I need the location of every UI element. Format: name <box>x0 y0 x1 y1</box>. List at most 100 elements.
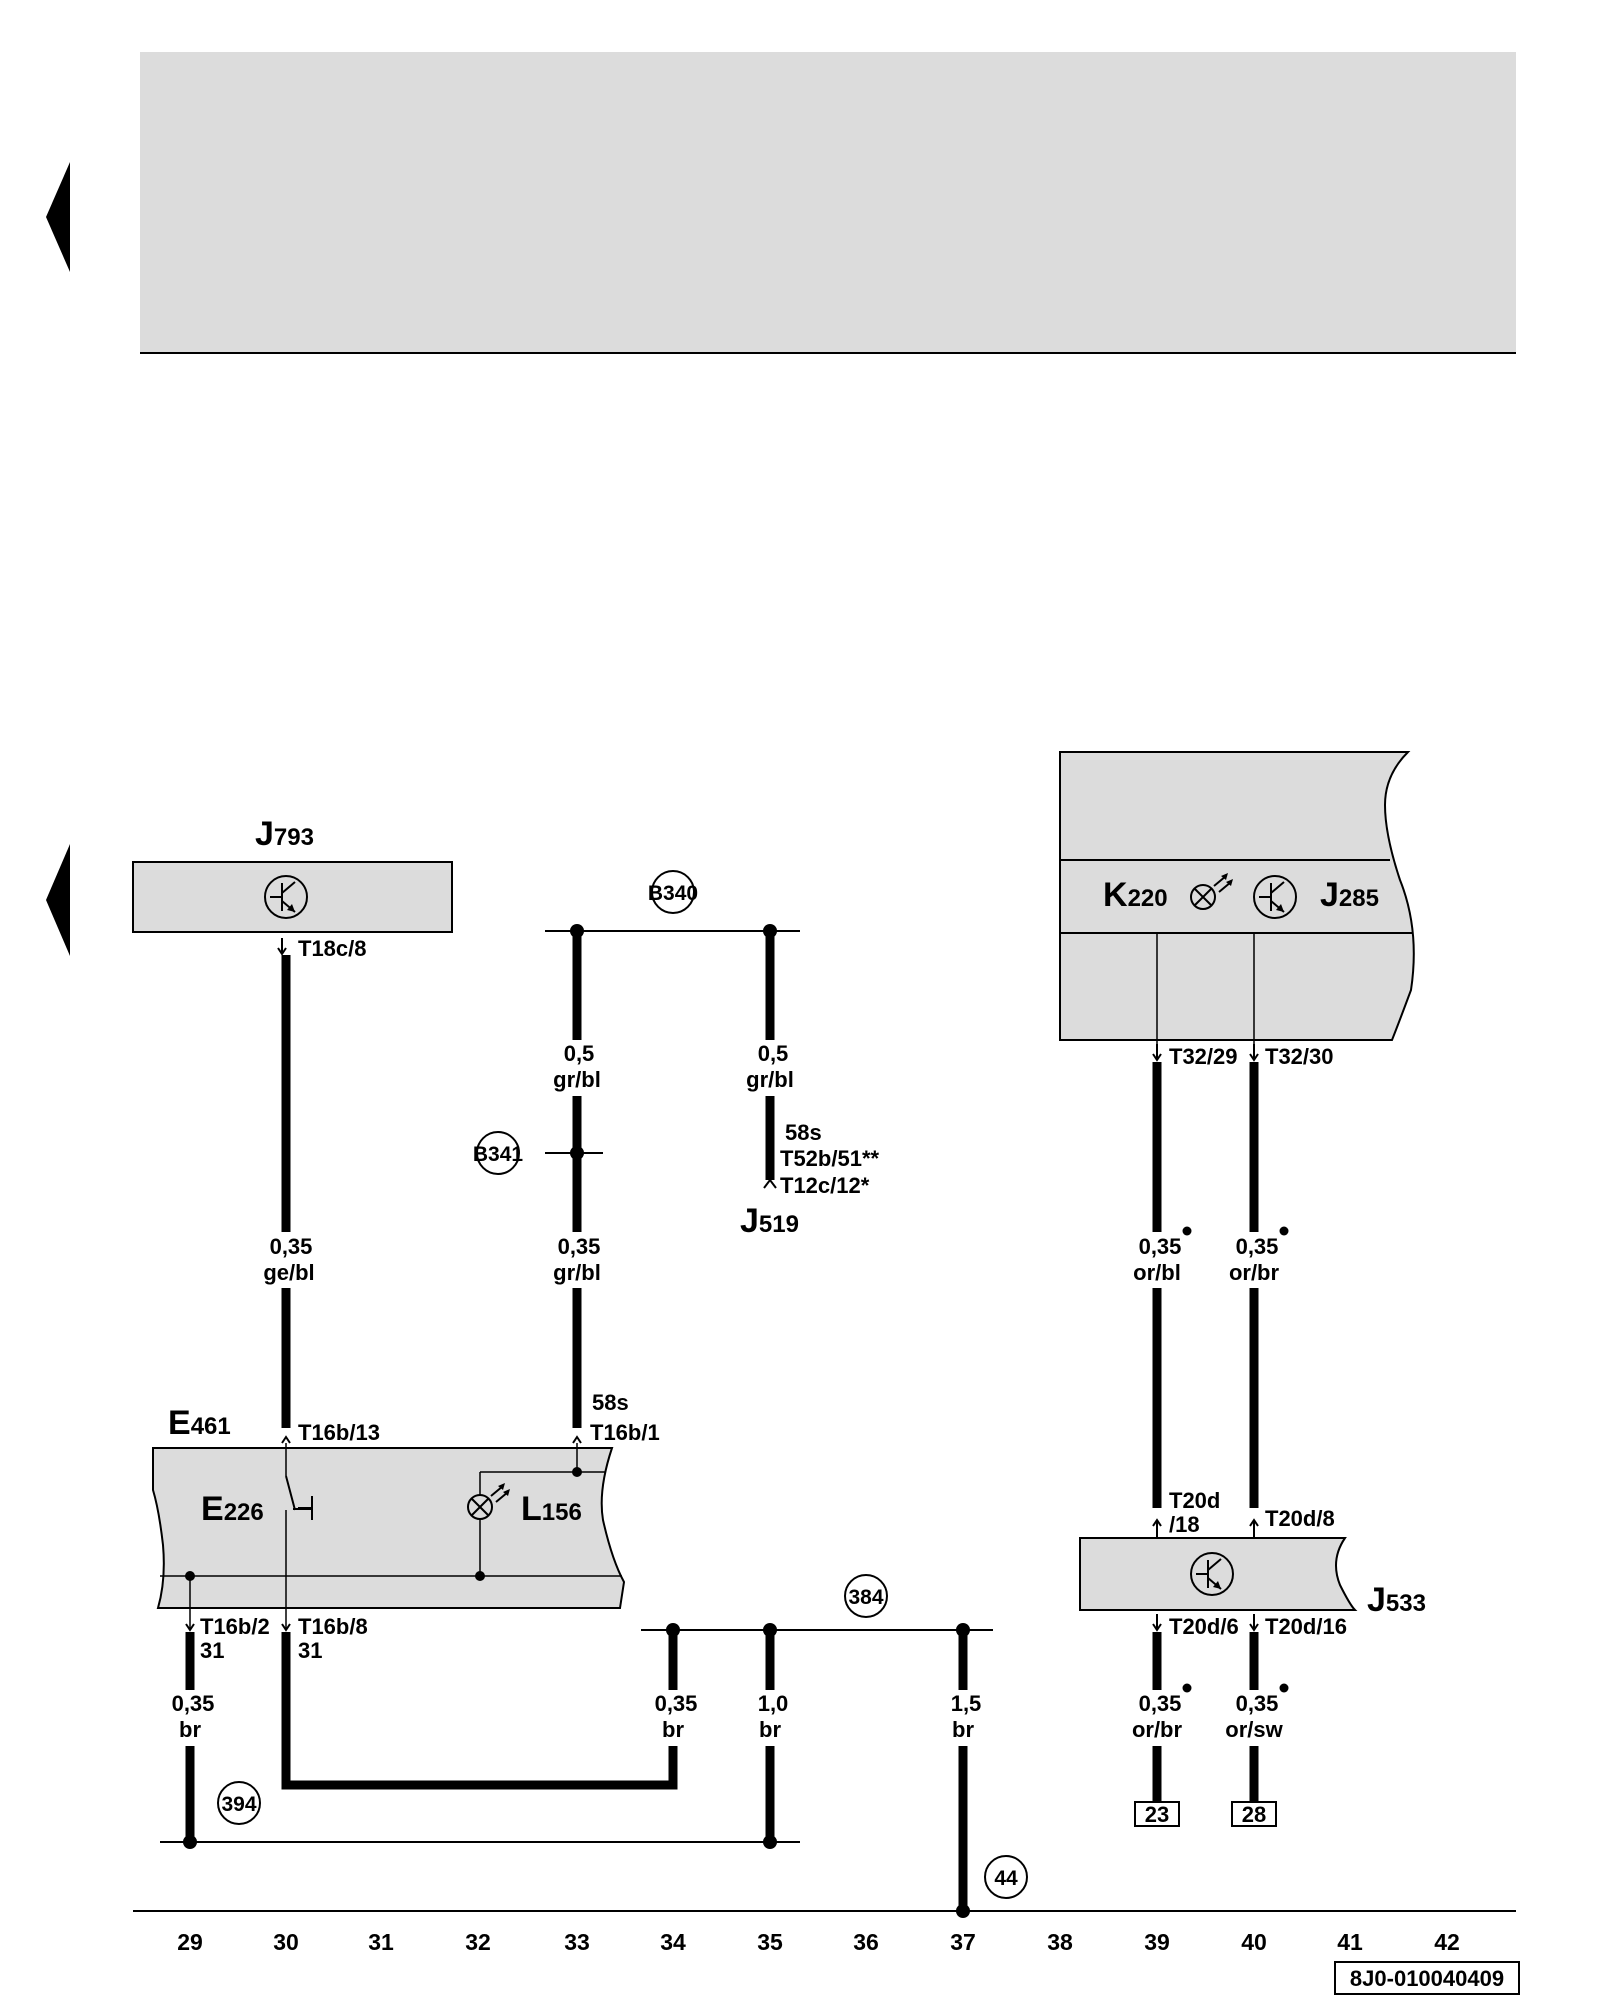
wire-size-or-br-lower: 0,35 <box>1139 1691 1182 1716</box>
wire-label-bg <box>743 1040 799 1096</box>
splice-b341 <box>476 1131 520 1175</box>
ref-28[interactable]: 28 <box>1242 1802 1266 1827</box>
wire-label-bg <box>743 1690 799 1746</box>
connector-t16b-13: T16b/13 <box>298 1420 380 1445</box>
connector-t20d-18: /18 <box>1169 1512 1200 1537</box>
track-number: 42 <box>1434 1929 1460 1955</box>
l156-label: L156 <box>521 1490 582 1528</box>
ref-box-28[interactable] <box>1231 1801 1277 1827</box>
wire-size-br-35: 1,0 <box>758 1691 789 1716</box>
wire-label-bg <box>1130 1232 1186 1288</box>
wire-color-or-bl: or/bl <box>1133 1260 1181 1285</box>
wire-label-bg <box>163 1690 219 1746</box>
junction-dot <box>763 1835 777 1849</box>
node-384: 384 <box>848 1586 883 1609</box>
wire-size-br-37: 1,5 <box>951 1691 982 1716</box>
j519-label: J519 <box>740 1202 799 1240</box>
wire-color-br-29: br <box>179 1717 201 1742</box>
pin-label-58s: 58s <box>592 1390 629 1415</box>
ref-box-23[interactable] <box>1134 1801 1180 1827</box>
pin-arrow-icon <box>572 1435 582 1444</box>
wire-color-br-37: br <box>952 1717 974 1742</box>
ground-point-44 <box>984 1855 1028 1899</box>
wire-size-gr-bl-upper: 0,5 <box>564 1041 595 1066</box>
j793-label: J793 <box>255 815 314 853</box>
wire-size-gr-bl-j519: 0,5 <box>758 1041 789 1066</box>
transistor-icon <box>1190 1552 1234 1596</box>
twisted-pair-dot <box>1279 1226 1289 1236</box>
wire-label-bg <box>646 1690 702 1746</box>
wire-color-or-sw: or/sw <box>1225 1717 1283 1742</box>
pin-label-31: 31 <box>200 1638 224 1663</box>
track-number: 34 <box>660 1929 686 1955</box>
node-44: 44 <box>994 1867 1018 1890</box>
node-b340: B340 <box>648 882 698 905</box>
junction-dot <box>183 1835 197 1849</box>
wire-size-gr-bl-lower: 0,35 <box>558 1234 601 1259</box>
switch-icon <box>285 1475 313 1520</box>
diagram-id: 8J0-010040409 <box>1350 1966 1504 1991</box>
wire-label-bg <box>260 1232 312 1288</box>
node-394: 394 <box>221 1793 256 1816</box>
j793-control-unit-box <box>132 861 453 933</box>
track-number: 41 <box>1337 1929 1363 1955</box>
j285-label: J285 <box>1320 876 1379 914</box>
connector-t52b-51: T52b/51** <box>780 1146 879 1171</box>
wire-color-or-br-lower: or/br <box>1132 1717 1183 1742</box>
previous-section-arrow-icon[interactable] <box>46 844 70 956</box>
junction-dot <box>185 1571 195 1581</box>
connector-t18c-8: T18c/8 <box>298 936 367 961</box>
connector-t20d-6: T20d/6 <box>1169 1614 1239 1639</box>
pin-arrow-icon <box>281 1435 291 1444</box>
wire-label-bg <box>1130 1690 1186 1746</box>
node-b341: B341 <box>473 1143 524 1166</box>
pin-arrow-icon <box>1249 1044 1259 1062</box>
e461-label: E461 <box>168 1404 231 1442</box>
wire-label-bg <box>1227 1232 1283 1288</box>
pin-arrow-icon <box>1249 1614 1259 1632</box>
twisted-pair-dot <box>1182 1226 1192 1236</box>
transistor-icon <box>1253 875 1297 919</box>
track-number: 32 <box>465 1929 491 1955</box>
pin-arrow-icon <box>277 938 287 956</box>
wire-color-br-34: br <box>662 1717 684 1742</box>
pin-label-58s: 58s <box>785 1120 822 1145</box>
track-number: 30 <box>273 1929 299 1955</box>
wire-br-30-34 <box>281 1630 678 1790</box>
ref-23[interactable]: 23 <box>1145 1802 1169 1827</box>
pin-arrow-icon <box>1152 1614 1162 1632</box>
track-number: 29 <box>177 1929 203 1955</box>
wire-size-or-br: 0,35 <box>1236 1234 1279 1259</box>
j533-label: J533 <box>1367 1581 1426 1619</box>
pin-arrow-icon <box>1152 1044 1162 1062</box>
twisted-pair-dot <box>1279 1683 1289 1693</box>
previous-page-arrow-icon[interactable] <box>46 162 70 272</box>
splice-394 <box>217 1781 261 1825</box>
track-number: 35 <box>757 1929 783 1955</box>
wire-color-gr-bl-upper: gr/bl <box>553 1067 601 1092</box>
connector-t16b-8: T16b/8 <box>298 1614 368 1639</box>
connector-t32-30: T32/30 <box>1265 1044 1334 1069</box>
junction-dot <box>666 1623 680 1637</box>
track-number: 33 <box>564 1929 590 1955</box>
diagram-id-box <box>1334 1961 1520 1995</box>
splice-384 <box>844 1574 888 1618</box>
wire-label-bg <box>936 1690 992 1746</box>
k220-label: K220 <box>1103 876 1168 914</box>
header-panel <box>140 52 1516 354</box>
track-number: 39 <box>1144 1929 1170 1955</box>
pin-arrow-icon <box>763 1178 777 1189</box>
e226-label: E226 <box>201 1490 264 1528</box>
warning-lamp-icon <box>1190 873 1233 910</box>
wire-size-ge-bl: 0,35 <box>270 1234 313 1259</box>
twisted-pair-dot <box>1182 1683 1192 1693</box>
connector-t20d-8: T20d/8 <box>1265 1506 1335 1531</box>
wire-size-or-bl: 0,35 <box>1139 1234 1182 1259</box>
transistor-icon <box>264 875 308 919</box>
wire-size-br-34: 0,35 <box>655 1691 698 1716</box>
pin-arrow-icon <box>185 1623 195 1632</box>
track-number: 31 <box>368 1929 394 1955</box>
connector-t16b-2: T16b/2 <box>200 1614 270 1639</box>
